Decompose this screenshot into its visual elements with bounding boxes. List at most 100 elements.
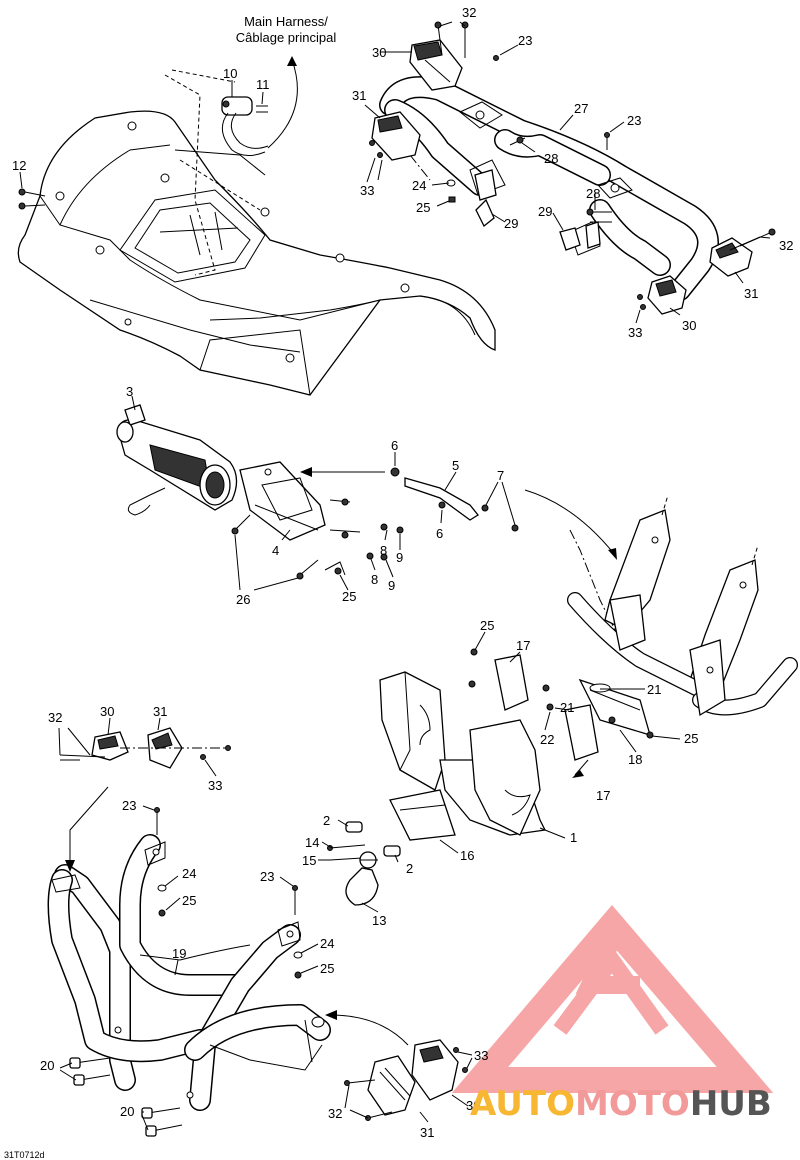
fasteners-23-24-25-lower [154,807,303,979]
callout-6: 6 [391,438,398,453]
nuts-8-9 [324,498,404,576]
callout-16: 16 [460,848,474,863]
callout-20: 20 [120,1104,134,1119]
watermark-text-moto: MOTO [575,1084,690,1124]
harness-label: Main Harness/ Câblage principal [236,14,337,45]
front-bumper-lower [47,834,331,1111]
callout-32: 32 [779,238,793,253]
callout-31: 31 [352,88,366,103]
fastener-12 [18,188,46,210]
callout-4: 4 [272,543,279,558]
arrow-to-frame [524,489,616,556]
callout-23: 23 [122,798,136,813]
callout-24: 24 [320,936,334,951]
callout-9: 9 [396,550,403,565]
callout-25: 25 [480,618,494,633]
arrow-lower-left [69,786,109,865]
callout-24: 24 [182,866,196,881]
tow-hook-bracket-31-top [371,111,421,161]
callout-33: 33 [360,183,374,198]
callout-24: 24 [412,178,426,193]
callout-1: 1 [570,830,577,845]
callout-25: 25 [182,893,196,908]
cable-guide-5 [390,467,519,532]
callout-3: 3 [126,384,133,399]
callout-32: 32 [328,1106,342,1121]
bolts-26 [231,514,319,580]
callout-21: 21 [647,682,661,697]
callout-15: 15 [302,853,316,868]
callout-30: 30 [682,318,696,333]
callout-12: 12 [12,158,26,173]
watermark-text-auto: AUTO [470,1084,575,1124]
callout-5: 5 [452,458,459,473]
watermark-text: AUTOMOTOHUB [470,1084,772,1124]
front-bumper-upper [379,76,719,301]
arrow-lower-right [329,1014,409,1046]
callout-32: 32 [462,5,476,20]
callout-17: 17 [516,638,530,653]
callout-33: 33 [208,778,222,793]
callout-28: 28 [544,151,558,166]
winch-relay-assembly [221,96,269,156]
callout-31: 31 [420,1125,434,1140]
callout-29: 29 [504,216,518,231]
callout-25: 25 [684,731,698,746]
callout-33: 33 [628,325,642,340]
callout-21: 21 [560,700,574,715]
bolts-20 [69,1057,183,1137]
callout-25: 25 [320,961,334,976]
watermark-logo [451,904,774,1093]
watermark-text-hub: HUB [690,1084,772,1124]
callout-6: 6 [436,526,443,541]
winch-assembly [116,404,238,516]
part-reference-code: 31T0712d [4,1150,45,1160]
callout-25: 25 [416,200,430,215]
callout-28: 28 [586,186,600,201]
tow-hook-bracket-30-right [647,275,687,315]
harness-arrow [267,59,298,149]
callout-2: 2 [323,813,330,828]
callout-14: 14 [305,835,319,850]
callout-2: 2 [406,861,413,876]
callout-labels: 1 2 2 3 4 5 6 6 7 8 8 9 9 10 11 12 13 14… [12,5,793,1140]
callout-7: 7 [497,468,504,483]
tow-shackle-assembly [327,821,401,906]
callout-22: 22 [540,732,554,747]
callout-25: 25 [342,589,356,604]
callout-31: 31 [153,704,167,719]
callout-10: 10 [223,66,237,81]
leader-lines [19,21,771,1131]
callout-13: 13 [372,913,386,928]
bolts-32-top [434,21,776,251]
tow-hook-brackets-lower-right [344,1039,468,1121]
harness-leader [164,74,216,276]
callout-18: 18 [628,752,642,767]
fasteners-23-28-29 [369,55,646,310]
callout-11: 11 [256,77,270,92]
callout-30: 30 [100,704,114,719]
front-protector-assembly [379,648,654,841]
callout-23: 23 [518,33,532,48]
callout-26: 26 [236,592,250,607]
callout-29: 29 [538,204,552,219]
callout-23: 23 [260,869,274,884]
callout-33: 33 [474,1048,488,1063]
callout-30: 30 [372,45,386,60]
callout-32: 32 [48,710,62,725]
callout-19: 19 [172,946,186,961]
callout-31: 31 [744,286,758,301]
callout-30: 30 [466,1098,480,1113]
callout-23: 23 [627,113,641,128]
callout-8: 8 [380,543,387,558]
tow-hook-bracket-30-top [409,39,463,91]
front-fender-body [17,110,496,396]
harness-label-line1: Main Harness/ [244,14,328,29]
harness-label-line2: Câblage principal [236,30,337,45]
tow-hook-brackets-lower-left [59,727,231,769]
tow-hook-bracket-31-right [709,237,753,277]
vehicle-frame-section [567,494,798,717]
callout-17: 17 [596,788,610,803]
callout-20: 20 [40,1058,54,1073]
